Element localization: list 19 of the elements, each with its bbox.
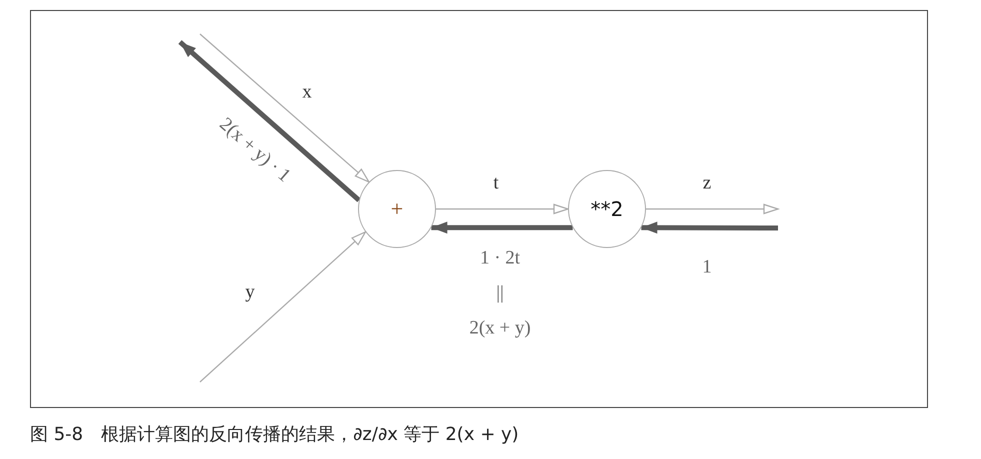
figure-caption: 图 5-8 根据计算图的反向传播的结果，∂z/∂x 等于 2(x + y) (30, 423, 519, 446)
arrow (200, 34, 370, 182)
equation-text: || (496, 284, 504, 302)
arrow (200, 231, 366, 382)
edge-label: t (493, 174, 499, 192)
gradient-arrow (431, 222, 573, 234)
edge-label: 1 (702, 258, 712, 276)
edge-label: 2(x + y) · 1 (216, 114, 294, 186)
edge-label: y (245, 282, 255, 302)
edge-label: x (302, 82, 312, 102)
operator-label: + (390, 196, 404, 222)
edge-label: z (702, 174, 712, 192)
equation-text: 2(x + y) (469, 318, 531, 338)
arrow (436, 204, 569, 214)
operator-label: **2 (590, 197, 624, 221)
edge-label: 1 · 2t (480, 248, 520, 268)
arrow (646, 204, 779, 214)
gradient-arrow (178, 40, 361, 202)
gradient-arrow (641, 222, 778, 234)
